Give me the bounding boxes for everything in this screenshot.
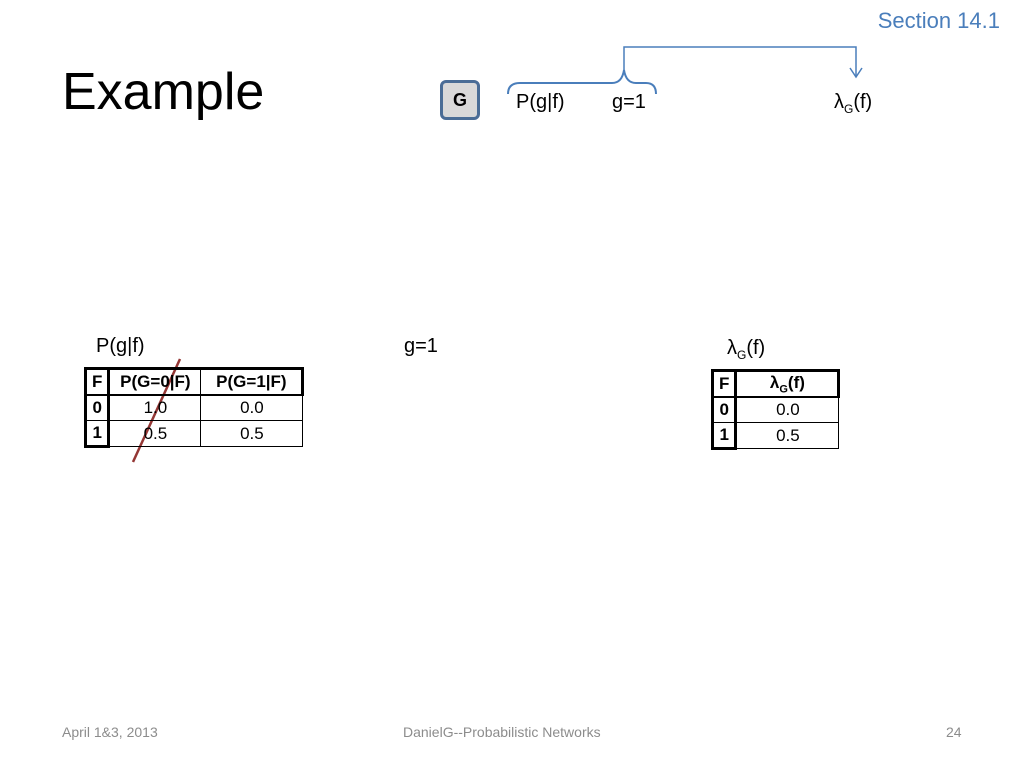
cell-g0: 0.5	[108, 420, 202, 447]
header-g0: P(G=0|F)	[108, 367, 202, 396]
table-header-row: F λG(f)	[710, 369, 841, 398]
table-row: 1 0.5 0.5	[83, 420, 304, 448]
cell-g1: 0.0	[200, 394, 304, 421]
header-f: F	[83, 367, 111, 396]
message-arrow	[623, 46, 857, 76]
cell-f: 0	[83, 394, 111, 421]
footer-page-number: 24	[946, 724, 962, 740]
cell-f: 1	[83, 420, 111, 448]
table-row: 1 0.5	[710, 422, 840, 450]
cell-g1: 0.5	[200, 420, 304, 447]
left-table-caption: P(g|f)	[96, 335, 145, 357]
cell-lambda: 0.5	[735, 422, 840, 449]
table-row: 0 0.0	[710, 396, 840, 423]
cell-lambda: 0.0	[735, 396, 840, 423]
footer-author: DanielG--Probabilistic Networks	[403, 724, 601, 740]
lambda-table: F λG(f) 0 0.0 1 0.5	[710, 369, 841, 450]
right-table-caption: λG(f)	[727, 337, 766, 362]
header-g1: P(G=1|F)	[200, 367, 305, 396]
footer-date: April 1&3, 2013	[62, 724, 158, 740]
cell-g0: 1.0	[108, 394, 202, 421]
diagram-message-label: λG(f)	[834, 91, 873, 116]
middle-evidence-label: g=1	[404, 335, 438, 357]
diagram-cpt-label: P(g|f)	[516, 91, 565, 113]
cell-f: 0	[710, 396, 738, 423]
header-lambda: λG(f)	[735, 369, 841, 398]
arrow-head	[849, 67, 863, 79]
section-label: Section 14.1	[877, 8, 1000, 33]
table-header-row: F P(G=0|F) P(G=1|F)	[83, 367, 305, 396]
node-g: G	[440, 80, 480, 120]
cell-f: 1	[710, 422, 738, 450]
diagram-evidence-label: g=1	[612, 91, 646, 113]
cpt-table-g: F P(G=0|F) P(G=1|F) 0 1.0 0.0 1 0.5 0.5	[83, 367, 305, 448]
page-title: Example	[62, 63, 265, 121]
header-f: F	[710, 369, 738, 398]
table-row: 0 1.0 0.0	[83, 394, 304, 421]
